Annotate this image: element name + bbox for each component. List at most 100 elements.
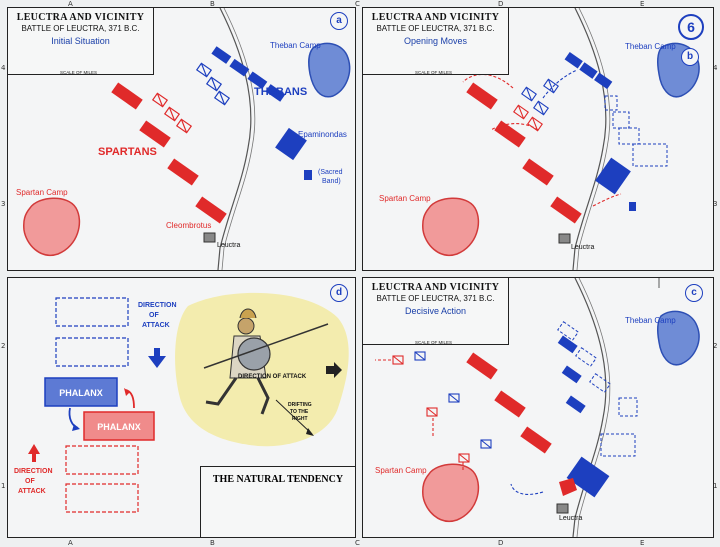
grid-letter-bottom-d: D (498, 539, 504, 547)
panel-b-map (378, 8, 700, 270)
grid-number-right-1: 1 (713, 482, 718, 490)
sacred-band (304, 170, 312, 180)
panel-a-caption: Initial Situation (51, 36, 110, 46)
grid-letter-top-c: C (355, 0, 360, 8)
spartan-line (111, 82, 227, 224)
panel-b-scale-label: SCALE OF MILES (415, 70, 453, 75)
grid-letter-top-e: E (640, 0, 645, 8)
panel-c-subtitle: BATTLE OF LEUCTRA, 371 B.C. (376, 294, 495, 303)
panel-d-direction-blue-3: ATTACK (142, 322, 170, 329)
grid-letter-top-d: D (498, 0, 504, 8)
theban-line (211, 46, 286, 102)
panel-b-leuctra-label: Leuctra (571, 244, 595, 251)
blue-former-positions (55, 297, 129, 367)
theban-camp-area (308, 42, 351, 98)
theban-cavalry (414, 351, 492, 449)
panel-a-cleombrotus-label: Cleombrotus (166, 221, 212, 230)
grid-letter-bottom-b: B (210, 539, 215, 547)
panel-d-direction-red-2: OF (25, 478, 35, 485)
cleombrotus-remnant (559, 478, 577, 496)
grid-number-left-4: 4 (1, 64, 6, 72)
panel-b-theban-camp-label: Theban Camp (625, 42, 676, 51)
leuctra-village (203, 232, 216, 243)
epaminondas-column (275, 127, 307, 161)
panel-a-title: LEUCTRA AND VICINITY (16, 12, 145, 23)
road (217, 8, 252, 270)
leuctra-village (558, 233, 571, 244)
drift-arrow (275, 399, 313, 435)
panel-d-drifting-1: DRIFTING (288, 402, 312, 408)
panel-c-title: LEUCTRA AND VICINITY (371, 282, 500, 293)
panel-b-spartan-camp-label: Spartan Camp (379, 194, 431, 203)
road-edge (576, 8, 611, 270)
panel-d-direction-red-1: DIRECTION (14, 468, 53, 475)
panel-a-epaminondas-label: Epaminondas (298, 130, 347, 139)
theban-camp-area (656, 310, 700, 366)
panel-a-spartan-camp-label: Spartan Camp (16, 188, 68, 197)
panel-a-scale-label: SCALE OF MILES (60, 70, 98, 75)
grid-number-left-3: 3 (1, 200, 6, 208)
panel-c-caption: Decisive Action (404, 306, 467, 316)
red-phalanx-block (83, 411, 155, 441)
grid-letter-bottom-a: A (68, 539, 73, 547)
spartan-camp-area (422, 463, 480, 523)
blue-direction-arrow (148, 348, 166, 368)
spartan-line (466, 82, 582, 224)
grid-letter-top-a: A (68, 0, 73, 8)
leuctra-village (556, 503, 569, 514)
panel-c-spartan-camp-label: Spartan Camp (375, 466, 427, 475)
panel-d-direction-blue-1: DIRECTION (138, 302, 177, 309)
panel-d-phalanx-red-label: PHALANX (97, 422, 141, 432)
panel-d-phalanx-blue-label: PHALANX (59, 388, 103, 398)
grid-number-right-2: 2 (713, 342, 718, 350)
theban-cavalry (521, 78, 559, 116)
grid-number-left-1: 1 (1, 482, 6, 490)
grid-number-right-3: 3 (713, 200, 718, 208)
panel-b-opening-moves: LEUCTRA AND VICINITY BATTLE OF LEUCTRA, … (362, 7, 714, 271)
panel-c-badge: c (685, 284, 703, 302)
panel-b-subtitle: BATTLE OF LEUCTRA, 371 B.C. (376, 24, 495, 33)
panel-d-badge: d (330, 284, 348, 302)
panel-b-caption: Opening Moves (403, 36, 468, 46)
movement-arrows (375, 359, 544, 495)
panel-d-diagram (28, 292, 349, 513)
panel-d-soldier-direction-label: DIRECTION OF ATTACK (238, 374, 307, 380)
theban-cavalry (195, 62, 231, 106)
panel-a-theban-camp-label: Theban Camp (270, 41, 321, 50)
panel-d-direction-blue-2: OF (149, 312, 159, 319)
blue-phalanx-block (44, 377, 118, 407)
panel-b-title-box: LEUCTRA AND VICINITY BATTLE OF LEUCTRA, … (363, 8, 509, 75)
panel-c-decisive-action: LEUCTRA AND VICINITY BATTLE OF LEUCTRA, … (362, 277, 714, 538)
panel-c-theban-camp-label: Theban Camp (625, 316, 676, 325)
epaminondas-column (595, 157, 631, 195)
road-edge (221, 8, 256, 270)
panel-a-badge: a (330, 12, 348, 30)
panel-b-badge: b (681, 48, 699, 66)
spartan-cavalry (392, 355, 470, 463)
panel-c-scale-label: SCALE OF MILES (415, 340, 453, 345)
panel-d-drifting-3: RIGHT (292, 416, 308, 422)
grid-letter-bottom-c: C (355, 539, 360, 547)
theban-former-positions (604, 95, 668, 167)
road (572, 8, 607, 270)
spartan-line (466, 352, 552, 454)
spartan-camp-area (23, 197, 81, 257)
road (572, 278, 607, 537)
sheet-number-badge: 6 (678, 14, 704, 40)
panel-d-drifting-2: TO THE (290, 409, 309, 415)
theban-line (564, 51, 613, 90)
panel-a-sacred-band-label-1: (Sacred (318, 169, 343, 176)
spartan-cavalry (513, 104, 543, 132)
red-former-positions (65, 445, 139, 513)
panel-d-direction-red-3: ATTACK (18, 488, 46, 495)
spartan-cavalry (151, 92, 193, 134)
hoplite-figure (203, 308, 329, 415)
panel-b-title: LEUCTRA AND VICINITY (371, 12, 500, 23)
panel-c-title-box: LEUCTRA AND VICINITY BATTLE OF LEUCTRA, … (363, 278, 509, 345)
panel-a-title-box: LEUCTRA AND VICINITY BATTLE OF LEUCTRA, … (8, 8, 154, 75)
panel-d-title: THE NATURAL TENDENCY (212, 474, 344, 485)
theban-line (557, 335, 586, 414)
grid-letter-bottom-e: E (640, 539, 645, 547)
panel-a-sacred-band-label-2: Band) (322, 178, 341, 185)
